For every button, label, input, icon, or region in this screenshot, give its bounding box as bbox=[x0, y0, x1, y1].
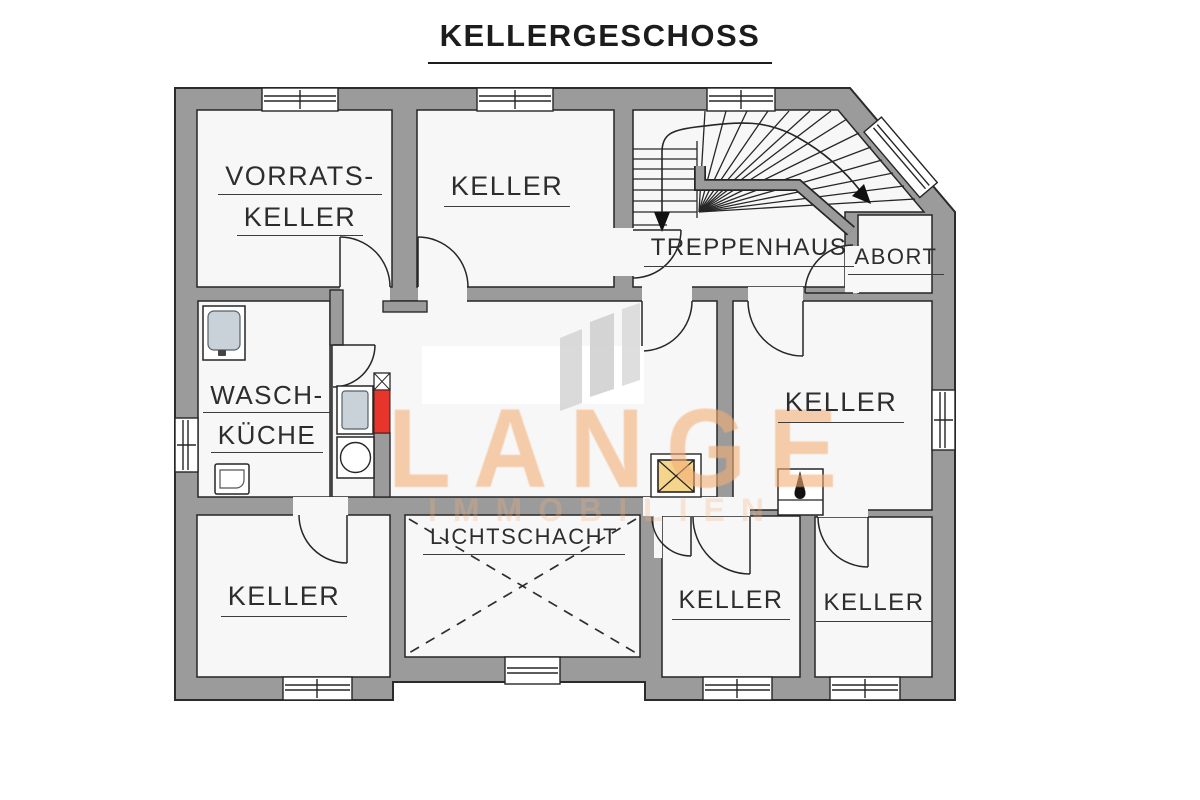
room-label-waschkueche: WASCH- KÜCHE bbox=[188, 382, 346, 462]
window-bottom-keller-mid bbox=[702, 676, 773, 701]
window-top-keller bbox=[476, 87, 554, 112]
door-keller-top bbox=[417, 236, 469, 288]
floor-keller-bottom-left bbox=[196, 514, 391, 678]
boiler bbox=[336, 385, 374, 435]
flue-red bbox=[373, 389, 391, 434]
stairs-down-arrow-icon bbox=[654, 212, 670, 232]
wall-stub-vestibule bbox=[382, 300, 428, 313]
stair-fan-treads bbox=[698, 110, 916, 213]
vent-arrow-icon bbox=[777, 468, 824, 516]
wall-stub-waschkueche bbox=[329, 289, 344, 346]
flue-marker bbox=[373, 372, 391, 391]
door-corridor bbox=[651, 516, 692, 557]
door-keller-right bbox=[747, 300, 804, 357]
room-label-treppenhaus: TREPPENHAUS bbox=[639, 234, 859, 267]
window-left-waschkueche bbox=[174, 417, 199, 473]
floor-keller-top bbox=[416, 109, 615, 288]
page-title-text: KELLERGESCHOSS bbox=[427, 18, 773, 64]
room-label-abort: ABORT bbox=[846, 244, 946, 275]
window-bottom-keller-right bbox=[829, 676, 901, 701]
bathtub bbox=[202, 305, 246, 361]
washing-machine bbox=[336, 436, 375, 479]
floor-abort bbox=[857, 214, 933, 294]
window-right-keller bbox=[931, 389, 956, 451]
watermark-subtitle: IMMOBILIEN bbox=[428, 492, 780, 528]
door-keller-bottom-mid bbox=[692, 516, 751, 575]
window-top-treppenhaus bbox=[706, 87, 776, 112]
door-treppenhaus-hall bbox=[641, 300, 693, 352]
floor-keller-right bbox=[732, 300, 933, 511]
floor-keller-bottom-right bbox=[814, 516, 933, 678]
door-openings bbox=[293, 228, 868, 558]
sink bbox=[214, 463, 250, 495]
chimney bbox=[650, 453, 702, 498]
door-vorratskeller bbox=[339, 236, 391, 288]
floor-vorratskeller bbox=[196, 109, 393, 288]
watermark-logo-icon bbox=[560, 303, 640, 411]
stair-inner-wall bbox=[695, 166, 854, 235]
room-label-vorratskeller: VORRATS- KELLER bbox=[190, 163, 410, 245]
window-corner-chamfer bbox=[862, 116, 939, 199]
door-keller-top-treppenhaus bbox=[632, 229, 682, 279]
page-title: KELLERGESCHOSS bbox=[0, 18, 1200, 64]
stair-walkline bbox=[661, 122, 863, 222]
door-abort bbox=[804, 244, 854, 294]
door-keller-bottom-left bbox=[298, 514, 348, 564]
lichtschacht-cross bbox=[408, 518, 637, 654]
room-label-keller-bottom-right: KELLER bbox=[804, 589, 944, 622]
room-label-keller-top: KELLER bbox=[407, 171, 607, 207]
room-label-keller-bottom-mid: KELLER bbox=[656, 586, 806, 620]
room-label-keller-right: KELLER bbox=[741, 387, 941, 423]
watermark-brand: LANGE bbox=[388, 386, 860, 511]
room-label-keller-bottom-left: KELLER bbox=[184, 581, 384, 617]
window-bottom-keller-left bbox=[282, 676, 353, 701]
stairs-down-arrow2-icon bbox=[852, 184, 871, 204]
staircase bbox=[633, 110, 916, 236]
floor-keller-bottom-mid bbox=[661, 515, 801, 678]
room-label-lichtschacht: LICHTSCHACHT bbox=[404, 524, 644, 555]
window-top-vorratskeller bbox=[261, 87, 339, 112]
door-keller-bottom-right bbox=[817, 516, 869, 568]
window-bottom-lichtschacht bbox=[504, 656, 561, 685]
